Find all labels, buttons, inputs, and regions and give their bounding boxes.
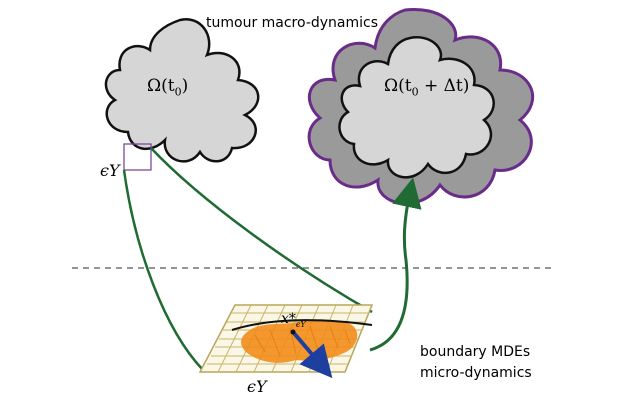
boundary-point	[290, 329, 296, 335]
connector-right	[150, 147, 373, 314]
omega-grown-main: Ω(t	[384, 76, 412, 96]
connector-left	[122, 169, 204, 371]
omega-initial-sub: 0	[174, 85, 182, 99]
omega-initial-tail: )	[181, 76, 189, 96]
tumour-domain-initial	[104, 17, 260, 163]
x-star-main: x*	[281, 311, 296, 327]
cell-texture	[254, 325, 351, 357]
tumour-domain-core	[338, 36, 495, 179]
normal-arrow	[291, 330, 333, 379]
x-star-label: x*ϵY	[281, 312, 306, 329]
boundary-curve	[231, 319, 373, 331]
macro-title: tumour macro-dynamics	[206, 15, 379, 31]
epsilon-y-upper-label: ϵY	[100, 161, 120, 180]
omega-grown-label: Ω(t0 + Δt)	[384, 76, 470, 99]
x-star-sub: ϵY	[295, 319, 306, 329]
micro-label-line2: micro-dynamics	[420, 365, 532, 381]
epsilon-y-lower-label: ϵY	[247, 377, 267, 396]
omega-grown-tail: + Δt)	[418, 76, 470, 96]
zoom-box	[123, 143, 152, 171]
evolution-arrow	[369, 177, 422, 352]
omega-grown-sub: 0	[411, 85, 419, 99]
micro-label-line1: boundary MDEs	[420, 344, 531, 360]
omega-initial-label: Ω(t0)	[147, 76, 189, 99]
omega-initial-main: Ω(t	[147, 76, 175, 96]
